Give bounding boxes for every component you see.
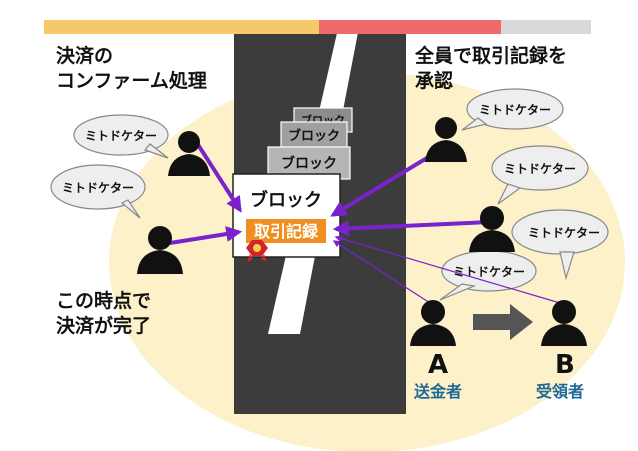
person-icon-miner-1 [168,131,210,176]
sender-letter: A [428,350,449,380]
receiver-letter: B [555,350,575,380]
heading-completion-line-2: 決済が完了 [56,315,152,337]
top-bar-yellow [44,20,319,34]
approval-arrows [169,138,561,304]
person-icon-receiver [541,300,587,346]
new-block-label: ブロック [250,189,322,211]
speech-bubble-miner-6: ミトドケター [439,250,537,301]
speech-bubble-text-5: ミトドケター [528,226,600,240]
speech-bubble-text-3: ミトドケター [479,103,551,117]
new-block: ブロック 取引記録 [232,173,341,262]
heading-confirmation-line-2: コンファーム処理 [56,70,207,92]
block-card-2 [280,121,348,149]
block-stack: ブロック ブロック ブロック [267,107,353,180]
person-icon-miner-2 [137,226,183,274]
heading-confirmation-line-1: 決済の [56,45,114,67]
person-icon-sender [410,300,456,346]
transaction-record-box [246,219,326,243]
heading-approval-line-1: 全員で取引記録を [415,45,568,67]
person-icon-miner-3 [425,117,467,162]
speech-bubble-miner-5: ミトドケター [511,209,609,281]
block-label-1: ブロック [281,155,337,172]
speech-bubble-miner-4: ミトドケター [491,145,589,205]
speech-bubble-text-2: ミトドケター [62,181,134,195]
speech-bubble-miner-3: ミトドケター [461,88,564,131]
receiver-role: 受領者 [536,382,585,401]
block-label-2: ブロック [288,128,340,144]
speech-bubble-miner-2: ミトドケター [50,164,146,219]
person-icon-miner-4 [469,206,515,252]
speech-bubble-text-4: ミトドケター [504,162,576,176]
arrow-right-icon [473,304,533,340]
transaction-record-label: 取引記録 [254,222,319,241]
heading-approval-line-2: 承認 [415,70,454,92]
speech-bubble-miner-1: ミトドケター [73,114,169,159]
ribbon-seal-icon [246,240,268,262]
speech-bubble-text-6: ミトドケター [453,265,525,279]
speech-bubble-text-1: ミトドケター [85,129,157,143]
sender-role: 送金者 [414,382,463,401]
top-bar-gray [501,20,591,34]
top-bar-red [319,20,501,34]
heading-completion-line-1: この時点で [56,290,152,312]
